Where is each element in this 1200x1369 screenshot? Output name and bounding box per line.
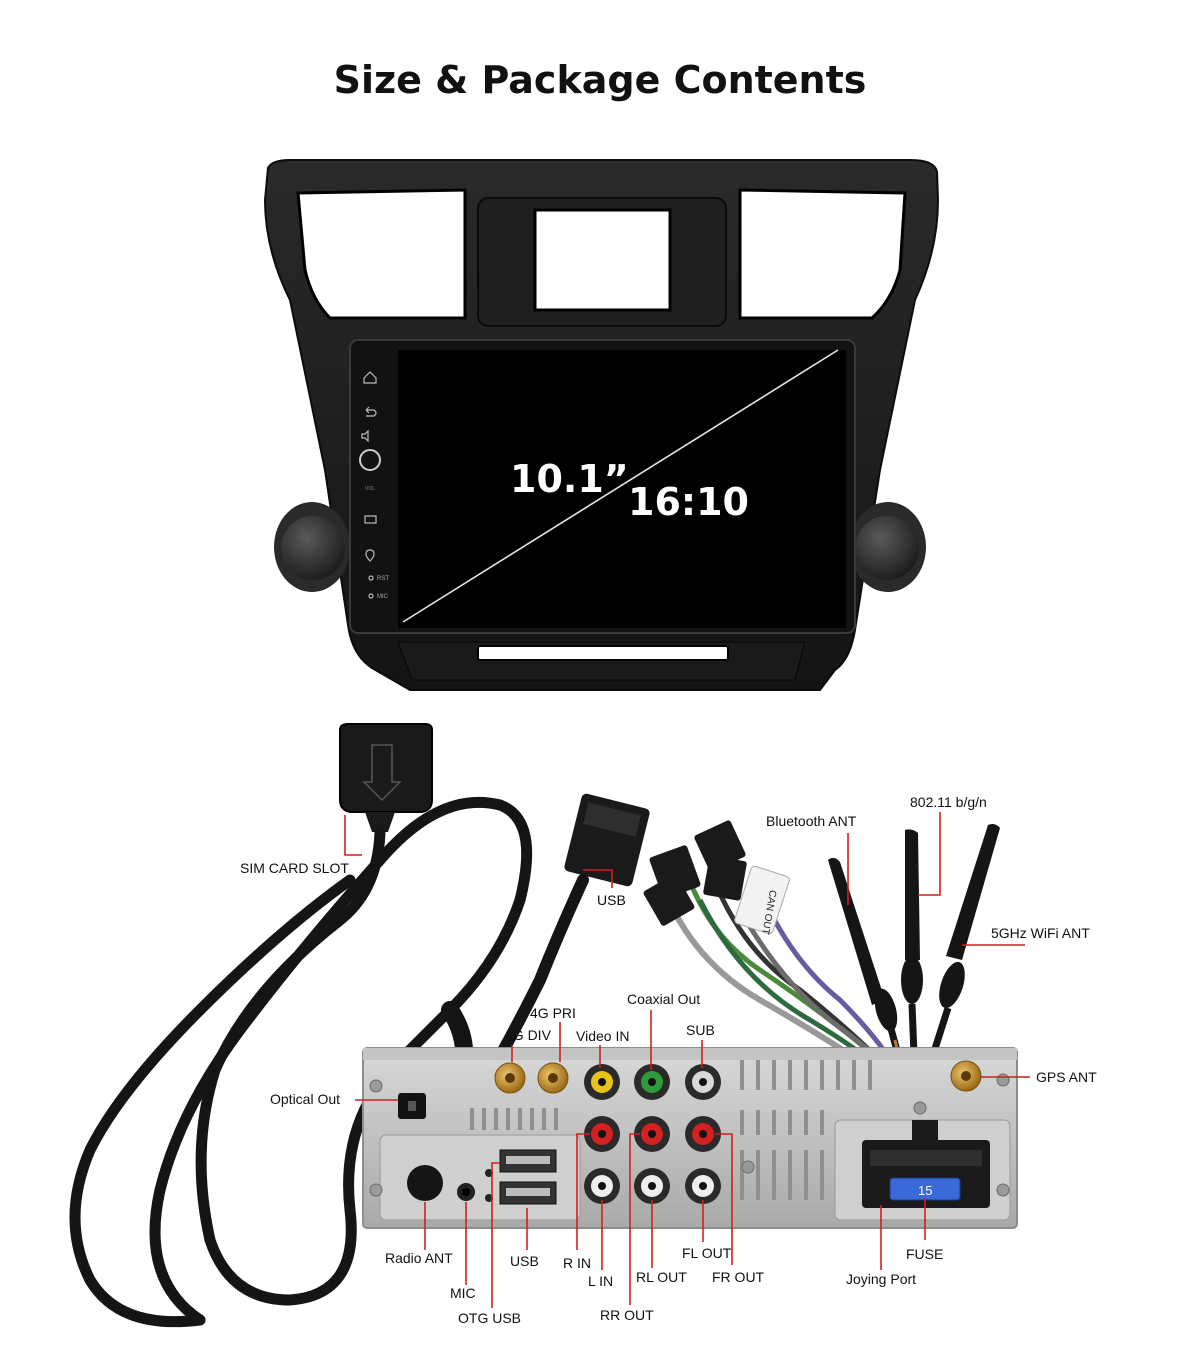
callout-4g-div: 4G DIV <box>505 1027 552 1043</box>
callout-video-in: Video IN <box>576 1028 629 1044</box>
mute-icon[interactable] <box>361 429 369 443</box>
left-knob[interactable] <box>281 516 345 580</box>
callout-l-in: L IN <box>588 1273 613 1289</box>
touch-screen[interactable] <box>398 350 846 628</box>
rca-jacks <box>584 1064 721 1204</box>
volume-knob[interactable] <box>359 449 381 471</box>
callout-fuse: FUSE <box>906 1246 943 1262</box>
callout-coaxial-out: Coaxial Out <box>627 991 700 1007</box>
mic-hole <box>368 593 374 599</box>
callout-rr-out: RR OUT <box>600 1307 654 1323</box>
callout-usb-bottom: USB <box>510 1253 539 1269</box>
screen-diagonal <box>402 349 839 623</box>
callout-5ghz-wifi-ant: 5GHz WiFi ANT <box>991 925 1090 941</box>
callout-fr-out: FR OUT <box>712 1269 765 1285</box>
fuse-value: 15 <box>918 1183 932 1198</box>
rst-label: RST <box>377 576 389 582</box>
callout-gps-ant: GPS ANT <box>1036 1069 1097 1085</box>
page-title: Size & Package Contents <box>333 58 867 102</box>
rear-chassis: 15 <box>362 1047 1018 1229</box>
home-icon[interactable] <box>363 371 377 384</box>
callout-joying-port: Joying Port <box>846 1271 916 1287</box>
radio-ant-port[interactable] <box>407 1165 443 1201</box>
callout-lines <box>344 812 1030 1308</box>
back-icon[interactable] <box>365 406 377 417</box>
callout-radio-ant: Radio ANT <box>385 1250 453 1266</box>
aspect-ratio-label: 16:10 <box>628 480 749 524</box>
mic-label: MIC <box>377 594 389 600</box>
callout-fl-out: FL OUT <box>682 1245 732 1261</box>
nav-icon[interactable] <box>365 549 375 562</box>
sim-card-module <box>339 723 433 832</box>
callout-sub: SUB <box>686 1022 715 1038</box>
reset-button[interactable] <box>368 575 374 581</box>
callout-usb-top: USB <box>597 892 626 908</box>
right-knob[interactable] <box>855 516 919 580</box>
callout-sim-card-slot: SIM CARD SLOT <box>240 860 349 876</box>
callout-80211: 802.11 b/g/n <box>910 794 987 810</box>
radio-icon[interactable] <box>364 515 377 524</box>
callout-bluetooth-ant: Bluetooth ANT <box>766 813 857 829</box>
dash-panel: 10.1” 16:10 VOL RST MIC <box>263 159 940 691</box>
callout-4g-pri: 4G PRI <box>530 1005 576 1021</box>
callout-optical-out: Optical Out <box>270 1091 340 1107</box>
callout-otg-usb: OTG USB <box>458 1310 521 1326</box>
callout-labels: SIM CARD SLOT USB Bluetooth ANT 802.11 b… <box>240 794 1097 1326</box>
cable-harness: CAN OUT <box>69 723 1000 1328</box>
vol-label: VOL <box>365 486 375 492</box>
screen-size-label: 10.1” <box>510 457 629 501</box>
callout-mic: MIC <box>450 1285 476 1301</box>
callout-rl-out: RL OUT <box>636 1269 687 1285</box>
callout-r-in: R IN <box>563 1255 591 1271</box>
